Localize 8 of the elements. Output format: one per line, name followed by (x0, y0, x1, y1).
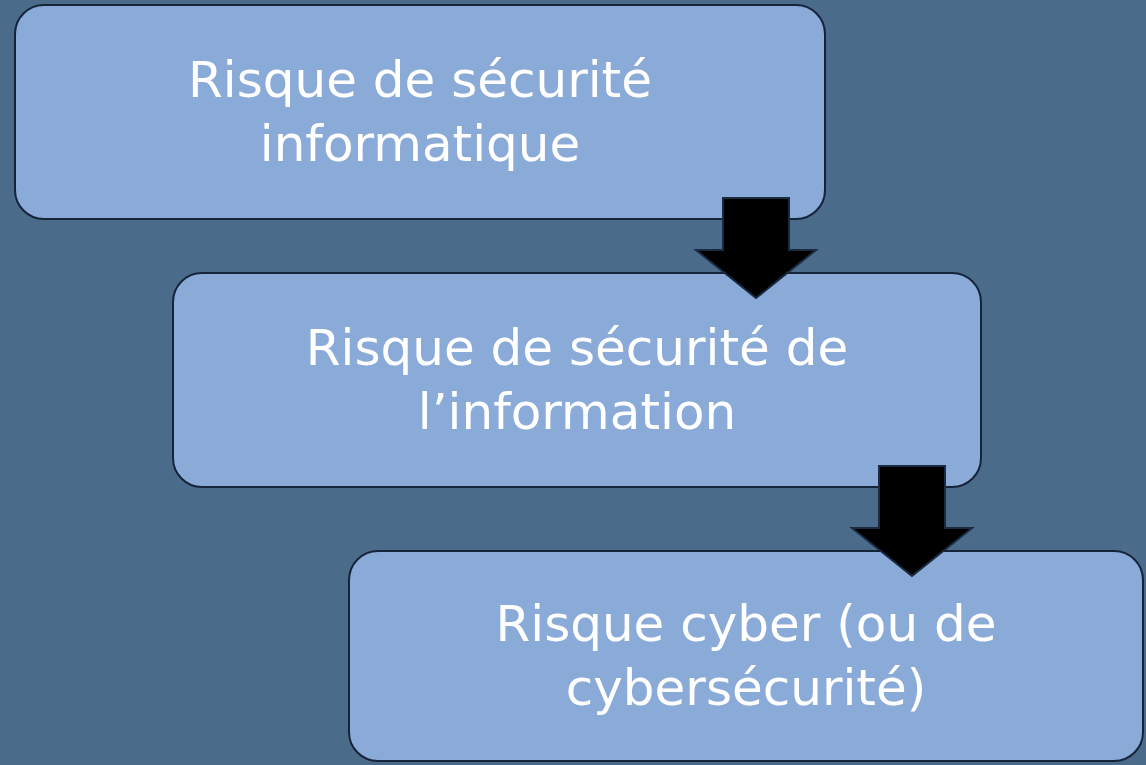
process-box (14, 4, 826, 220)
box-label: Risque de sécurité de l’information (304, 318, 850, 443)
box-label: Risque de sécurité informatique (187, 50, 653, 175)
process-box (172, 272, 982, 488)
box-label: Risque cyber (ou de cybersécurité) (494, 594, 998, 719)
block-arrow (849, 465, 975, 578)
process-box (348, 550, 1144, 762)
block-arrow (693, 197, 819, 300)
